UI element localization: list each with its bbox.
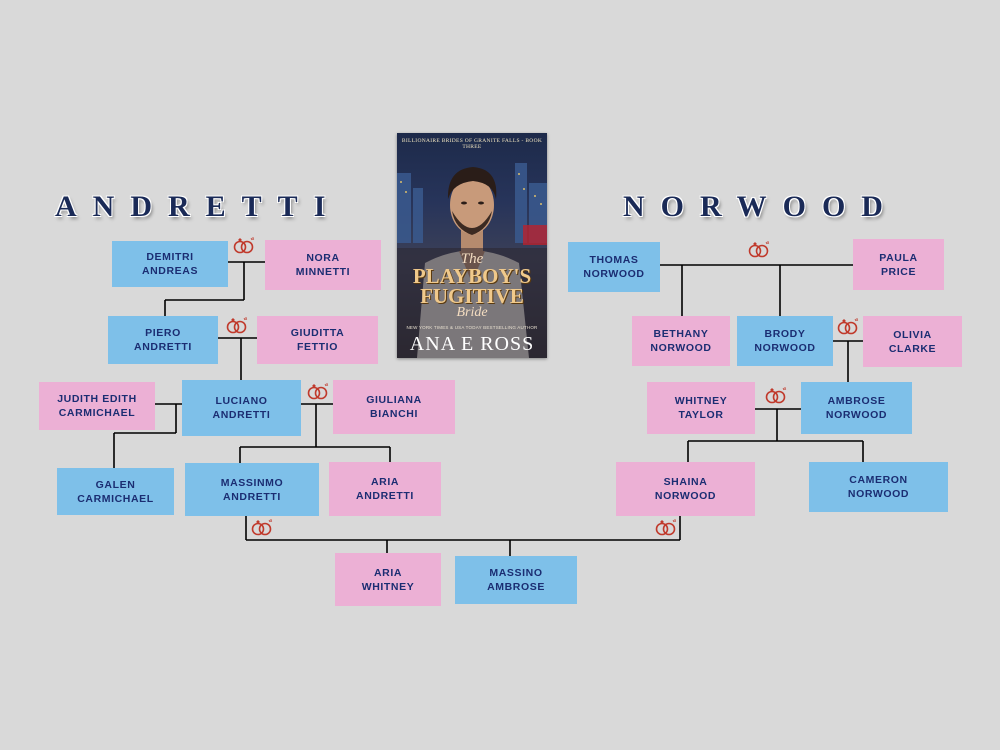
wedding-rings-icon [765, 387, 787, 404]
person-first-name: BRODY [764, 328, 806, 340]
person-first-name: JUDITH EDITH [57, 393, 137, 405]
person-cameron-norwood: CAMERON NORWOOD [809, 462, 948, 512]
wedding-rings-icon [233, 237, 255, 254]
person-last-name: WHITNEY [361, 580, 415, 593]
cover-model-illustration [397, 163, 547, 358]
person-first-name: WHITNEY [674, 395, 728, 407]
wedding-rings-icon [226, 317, 248, 334]
person-last-name: CARMICHAEL [77, 492, 154, 505]
cover-tagline: NEW YORK TIMES & USA TODAY BESTSELLING A… [406, 325, 538, 330]
cover-title-the: The [460, 251, 484, 267]
person-last-name: ANDRETTI [223, 490, 281, 503]
person-giuditta-fettio: GIUDITTA FETTIO [257, 316, 378, 364]
person-aria-andretti: ARIA ANDRETTI [329, 462, 441, 516]
cover-author-name: ANA E ROSS [409, 333, 535, 355]
person-last-name: PRICE [880, 265, 917, 278]
person-galen-carmichael: GALEN CARMICHAEL [57, 468, 174, 515]
person-olivia-clarke: OLIVIA CLARKE [863, 316, 962, 367]
person-last-name: ANDRETTI [356, 490, 414, 502]
cover-series-label: BILLIONAIRE BRIDES OF GRANITE FALLS - BO… [401, 138, 543, 150]
person-nora-minnetti: NORA MINNETTI [265, 240, 381, 290]
cover-title-bride: Bride [456, 305, 488, 320]
person-last-name: ANDREAS [141, 265, 199, 277]
andretti-family-title: ANDRETTI [55, 190, 342, 223]
person-last-name: CARMICHAEL [58, 407, 136, 419]
person-first-name: PIERO [145, 327, 181, 339]
person-brody-norwood: BRODY NORWOOD [737, 316, 833, 366]
person-first-name: ARIA [370, 476, 400, 488]
wedding-rings-icon [748, 241, 770, 258]
person-judith-edith-carmichael: JUDITH EDITH CARMICHAEL [39, 382, 155, 430]
person-first-name: NORA [306, 252, 340, 264]
person-last-name: NORWOOD [583, 268, 645, 280]
person-first-name: AMBROSE [827, 395, 886, 407]
person-first-name: GIULIANA [366, 394, 422, 406]
person-first-name: MASSINMO [220, 476, 284, 489]
person-last-name: ANDRETTI [134, 341, 192, 353]
person-first-name: PAULA [879, 251, 918, 264]
person-last-name: NORWOOD [825, 409, 888, 421]
wedding-rings-icon [307, 383, 329, 400]
person-last-name: NORWOOD [847, 488, 910, 500]
person-demitri-andreas: DEMITRI ANDREAS [112, 241, 228, 287]
person-last-name: ANDRETTI [212, 409, 271, 421]
person-first-name: SHAINA [663, 476, 708, 488]
person-first-name: MASSINO [489, 567, 543, 579]
person-first-name: BETHANY [653, 328, 709, 340]
norwood-family-title: NORWOOD [623, 190, 899, 223]
person-last-name: CLARKE [888, 342, 937, 355]
person-last-name: TAYLOR [678, 409, 724, 421]
person-shaina-norwood: SHAINA NORWOOD [616, 462, 755, 516]
person-paula-price: PAULA PRICE [853, 239, 944, 290]
cover-title-fugitive: FUGITIVE [420, 284, 524, 308]
person-luciano-andretti: LUCIANO ANDRETTI [182, 380, 301, 436]
person-first-name: THOMAS [589, 254, 639, 266]
person-whitney-taylor: WHITNEY TAYLOR [647, 382, 755, 434]
person-massinmo-andretti: MASSINMO ANDRETTI [185, 463, 319, 516]
person-ambrose-norwood: AMBROSE NORWOOD [801, 382, 912, 434]
person-first-name: DEMITRI [146, 251, 194, 263]
person-piero-andretti: PIERO ANDRETTI [108, 316, 218, 364]
wedding-rings-icon [837, 318, 859, 335]
person-last-name: BIANCHI [370, 408, 418, 420]
person-first-name: GIUDITTA [290, 327, 345, 339]
person-last-name: NORWOOD [754, 342, 816, 354]
person-massino-ambrose: MASSINO AMBROSE [455, 556, 577, 604]
person-first-name: OLIVIA [893, 328, 932, 341]
wedding-rings-icon [655, 519, 677, 536]
person-bethany-norwood: BETHANY NORWOOD [632, 316, 730, 366]
person-thomas-norwood: THOMAS NORWOOD [568, 242, 660, 292]
person-first-name: CAMERON [849, 474, 908, 486]
person-last-name: MINNETTI [295, 266, 351, 278]
book-cover: BILLIONAIRE BRIDES OF GRANITE FALLS - BO… [397, 133, 547, 358]
person-first-name: LUCIANO [215, 395, 268, 407]
cover-title-playboys: PLAYBOY'S [412, 264, 532, 288]
person-last-name: NORWOOD [654, 490, 717, 502]
person-last-name: FETTIO [297, 341, 338, 353]
person-last-name: NORWOOD [650, 342, 712, 354]
person-first-name: ARIA [373, 566, 403, 579]
wedding-rings-icon [251, 519, 273, 536]
person-giuliana-bianchi: GIULIANA BIANCHI [333, 380, 455, 434]
person-first-name: GALEN [95, 478, 136, 491]
person-aria-whitney: ARIA WHITNEY [335, 553, 441, 606]
person-last-name: AMBROSE [487, 581, 545, 593]
